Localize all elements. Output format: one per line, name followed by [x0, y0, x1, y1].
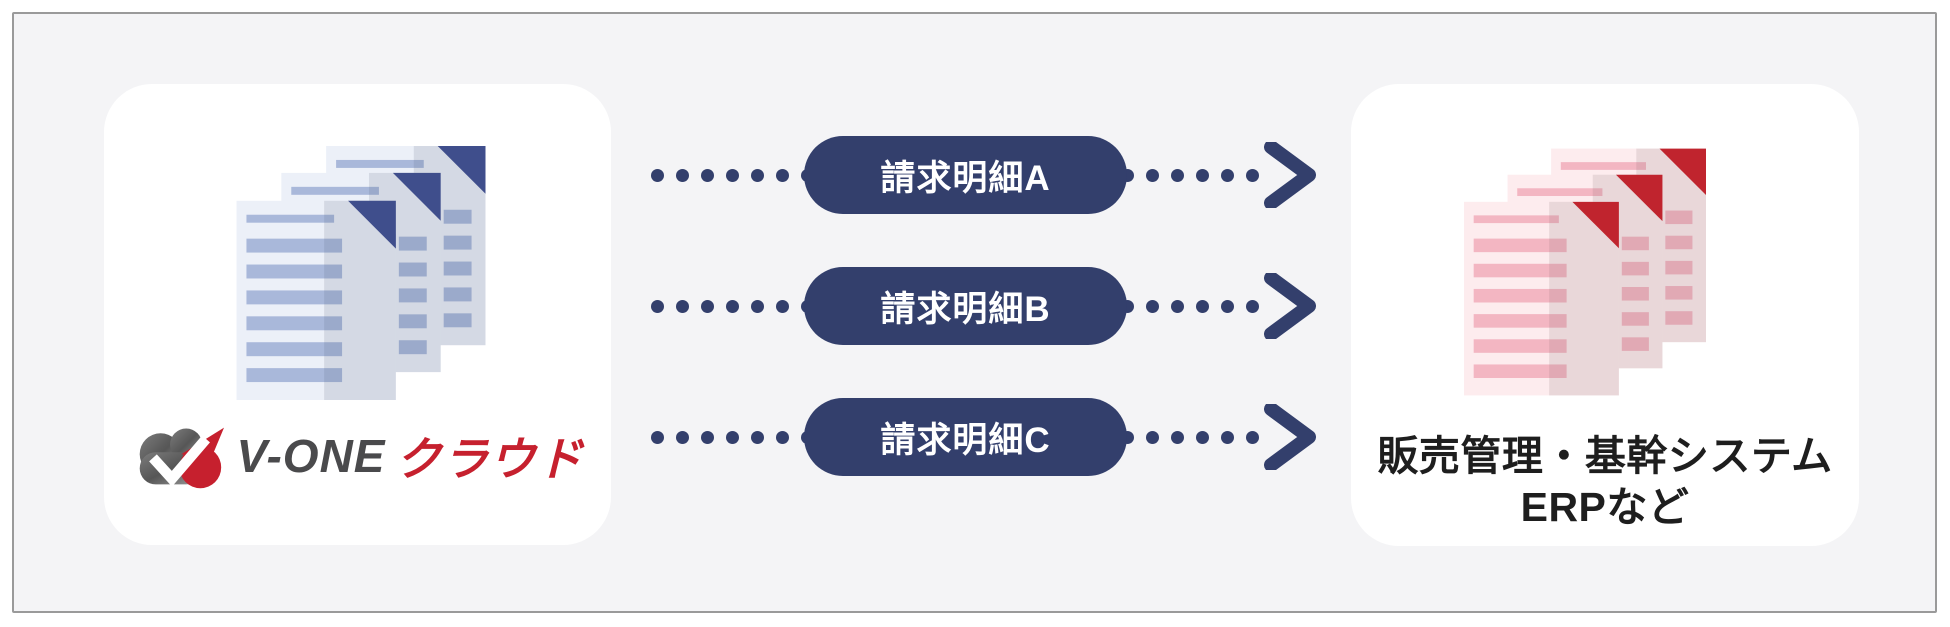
- logo-brand-text: V-ONE: [236, 430, 386, 482]
- cloud-checkmark-icon: [139, 427, 224, 489]
- dotted-line-icon: [651, 430, 814, 444]
- flow-row-b: 請求明細B: [14, 267, 1950, 345]
- dotted-line-icon: [1121, 299, 1259, 313]
- chevron-right-icon: [1264, 273, 1316, 339]
- dotted-line-icon: [651, 299, 814, 313]
- flow-label-pill: 請求明細B: [804, 267, 1127, 345]
- right-card-title-line2: ERPなど: [1520, 483, 1690, 530]
- logo-suffix-text: クラウド: [395, 433, 584, 485]
- flow-row-c: 請求明細C: [14, 398, 1950, 476]
- documents-stack-red-icon: [1464, 148, 1706, 396]
- dotted-line-icon: [1121, 430, 1259, 444]
- dotted-line-icon: [651, 168, 814, 182]
- flow-label-pill: 請求明細C: [804, 398, 1127, 476]
- documents-stack-blue-icon: [236, 146, 486, 400]
- dotted-line-icon: [1121, 168, 1259, 182]
- right-card-title-line1: 販売管理・基幹システム: [1377, 433, 1833, 479]
- chevron-right-icon: [1264, 404, 1316, 470]
- chevron-right-icon: [1264, 142, 1316, 208]
- flow-row-a: 請求明細A: [14, 136, 1950, 214]
- right-card-title: 販売管理・基幹システム ERPなど: [1351, 431, 1859, 533]
- right-card: 販売管理・基幹システム ERPなど: [1351, 84, 1859, 546]
- flow-label-pill: 請求明細A: [804, 136, 1127, 214]
